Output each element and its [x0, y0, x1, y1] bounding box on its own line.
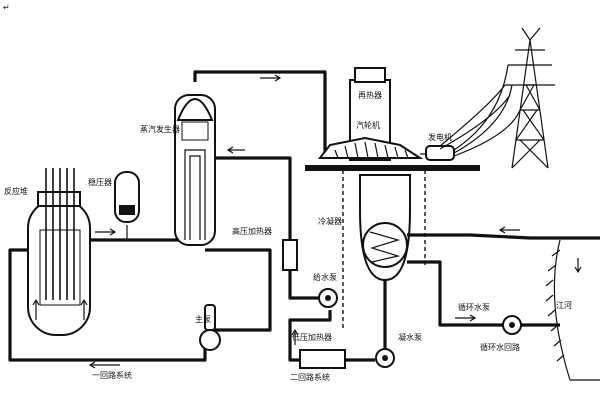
lp-heater [300, 350, 345, 368]
river [546, 240, 600, 380]
circulating-water-loop [407, 227, 600, 325]
transmission-tower [440, 28, 555, 168]
circ-inlet-pipe [407, 235, 600, 238]
primary-loop-label: 一回路系统 [92, 370, 132, 380]
condensate-pump-hub [382, 355, 388, 361]
secondary-loop-label: 二回路系统 [290, 372, 330, 382]
circ-pump-label: 循环水泵 [458, 302, 490, 312]
river-outfall-arrow [575, 258, 581, 272]
steam-flow-arrow [260, 75, 280, 81]
tower-frame [512, 40, 548, 168]
steam-generator-label: 蒸汽发生器 [140, 124, 180, 134]
circ-loop-label: 循环水回路 [480, 342, 520, 352]
turbine-rotor [320, 138, 420, 158]
reactor-label: 反应堆 [4, 186, 28, 196]
main-pump-casing [200, 330, 220, 350]
reheater-top [355, 68, 385, 82]
main-pump [200, 305, 220, 350]
hp-heater-label: 高压加热器 [232, 226, 272, 236]
corner-mark: ↵ [3, 3, 10, 12]
lp-heater-label: 低压加热器 [292, 332, 332, 342]
river-label: 江河 [556, 300, 572, 310]
turbine-floor [305, 165, 480, 171]
reheater-label: 再热器 [358, 90, 382, 100]
power-lines [454, 65, 520, 156]
generator-body [426, 146, 454, 160]
river-bank [554, 240, 600, 380]
feed-pump [319, 289, 337, 307]
reactor [28, 168, 90, 335]
pressurizer [115, 172, 139, 222]
condenser [360, 175, 410, 280]
condensate-pump-label: 凝水泵 [398, 332, 422, 342]
circ-pump-hub [509, 322, 515, 328]
feed-pump-hub [325, 295, 331, 301]
reactor-vessel [28, 200, 90, 335]
circ-outlet-pipe [407, 262, 505, 325]
tower-peak [522, 28, 540, 40]
turbine-label: 汽轮机 [356, 120, 380, 130]
condenser-label: 冷凝器 [318, 216, 342, 226]
main-pump-label: 主泵 [195, 314, 211, 324]
condenser-coil-ring [363, 223, 407, 267]
generator-label: 发电机 [428, 132, 452, 142]
pressurizer-heater [119, 205, 135, 215]
circ-flow-arrow-bottom [455, 315, 475, 321]
steam-generator [175, 95, 215, 245]
tower-crossarms [505, 50, 555, 85]
pressurizer-label: 稳压器 [88, 177, 112, 187]
condensate-pump [376, 349, 394, 367]
circulating-water-pump [503, 316, 521, 334]
circ-flow-arrow-top [500, 227, 520, 233]
feedwater-arrow [228, 147, 245, 153]
flow-arrow-hot-leg [95, 229, 115, 235]
hp-heater [283, 240, 297, 270]
flow-arrow-bottom [90, 362, 120, 368]
feed-pump-label: 给水泵 [313, 272, 337, 282]
